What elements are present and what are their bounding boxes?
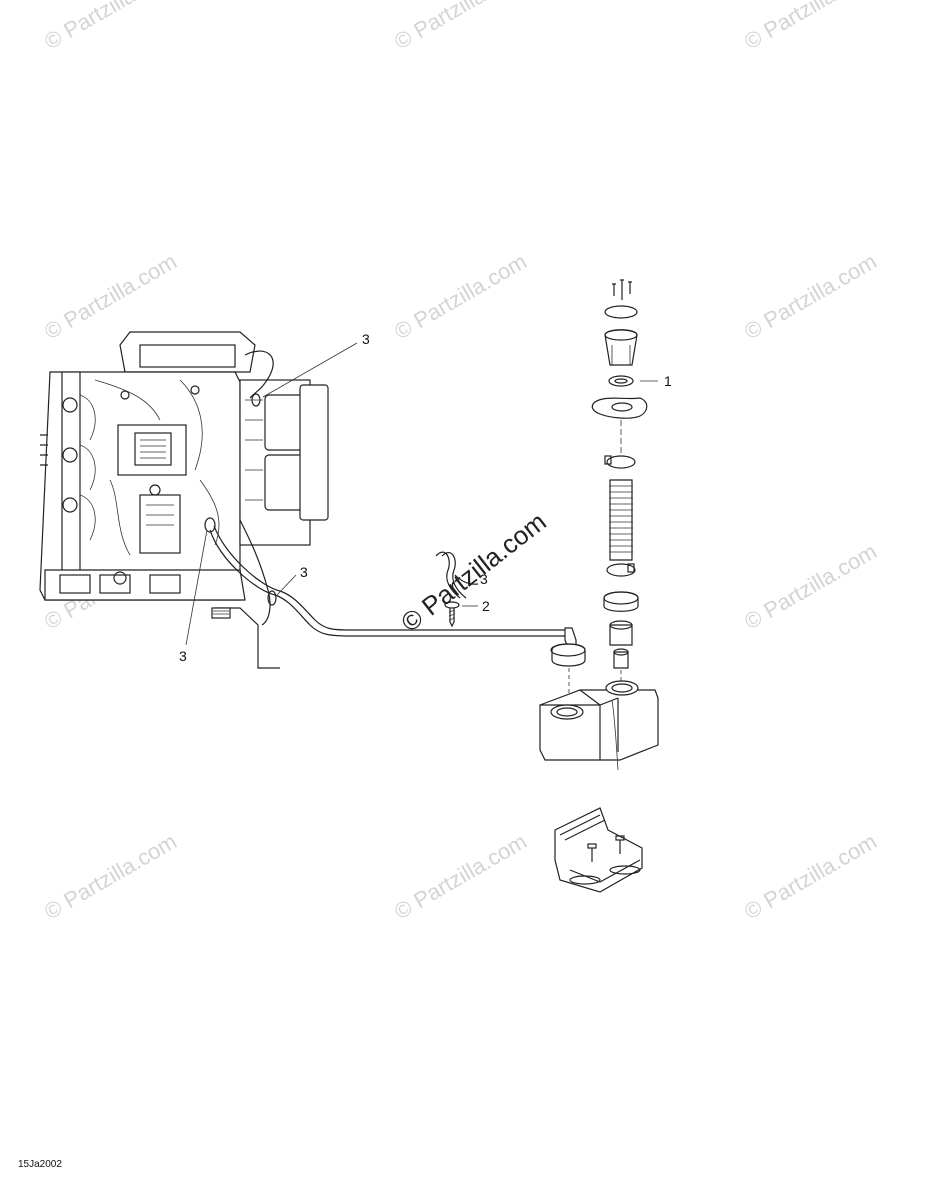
oil-tank: [539, 680, 659, 771]
watermark-text: © Partzilla.com: [390, 249, 531, 345]
watermark-text: © Partzilla.com: [40, 249, 181, 345]
tank-bracket: [554, 807, 643, 893]
watermark-text: © Partzilla.com: [390, 0, 531, 54]
watermark-text: © Partzilla.com: [740, 0, 881, 54]
watermark-text: © Partzilla.com: [740, 539, 881, 635]
oil-cap: [550, 643, 586, 700]
callout-label-1: 1: [664, 373, 672, 389]
clamp-part: [435, 551, 479, 628]
diagram-code: 15Ja2002: [18, 1159, 62, 1170]
callout-label-3: 3: [300, 564, 308, 580]
callout-label-3: 3: [480, 571, 488, 587]
callout-label-3: 3: [362, 331, 370, 347]
watermark-text: © Partzilla.com: [740, 829, 881, 925]
watermark-text: © Partzilla.com: [40, 0, 181, 54]
watermark-text: © Partzilla.com: [740, 249, 881, 345]
filler-assembly: [591, 279, 648, 685]
engine-assembly: [39, 331, 329, 669]
callout-layer: 1 2 3 3 3 3: [179, 331, 672, 664]
watermark-text: © Partzilla.com: [390, 829, 531, 925]
center-watermark: © Partzilla.com: [395, 506, 552, 638]
watermark-text: © Partzilla.com: [40, 829, 181, 925]
oil-lines: [204, 393, 577, 649]
callout-label-2: 2: [482, 598, 490, 614]
callout-label-3: 3: [179, 648, 187, 664]
